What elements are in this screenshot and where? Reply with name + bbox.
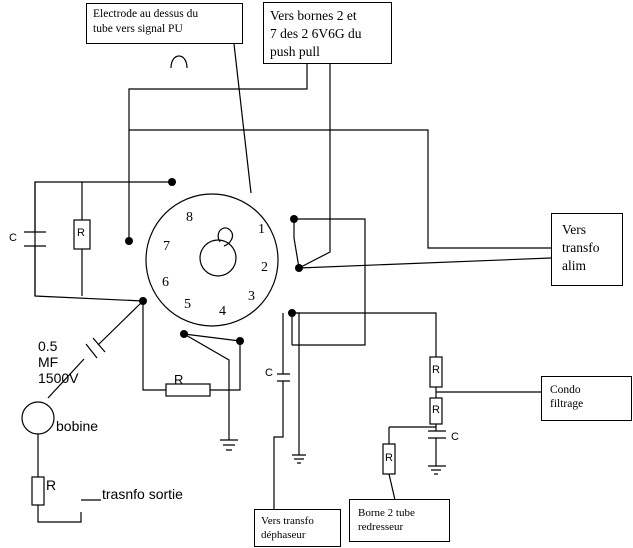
wire-pin1-loop xyxy=(292,218,366,346)
junction-dot xyxy=(168,178,176,186)
label-bobine: bobine xyxy=(56,418,99,434)
pin-6: 6 xyxy=(162,275,169,290)
wire-bottom-r xyxy=(142,301,241,391)
junction-dot xyxy=(295,264,303,272)
pin-1: 1 xyxy=(258,222,265,237)
wire-pin1-pin2 xyxy=(293,219,300,269)
cap-left-plates xyxy=(24,231,46,247)
label-r-right-top: R xyxy=(432,364,440,376)
junction-dot xyxy=(290,215,298,223)
note-transfo-dephaseur: Vers transfo déphaseur xyxy=(254,509,341,547)
cap-05-plates xyxy=(85,337,106,359)
label-c-mid: C xyxy=(265,367,273,379)
note-transfo-alim: Vers transfo alim xyxy=(551,213,623,286)
ground-mid xyxy=(292,454,306,464)
wire-c-mid xyxy=(273,313,290,510)
label-r-bottom: R xyxy=(174,372,184,387)
junction-dot xyxy=(139,297,147,305)
note-push-pull: Vers bornes 2 et 7 des 2 6V6G du push pu… xyxy=(263,2,392,64)
wire-pin2-to-pushpull xyxy=(298,62,331,269)
socket-center-key xyxy=(199,239,237,277)
junction-dot xyxy=(125,237,133,245)
bobine-coil xyxy=(21,401,55,435)
resistor-left xyxy=(73,219,91,250)
label-transfo-sortie: trasnfo sortie xyxy=(102,486,183,502)
wire-to-ground-left xyxy=(183,333,230,440)
label-r-left: R xyxy=(77,227,85,239)
pin-3: 3 xyxy=(248,289,255,304)
ground-right xyxy=(428,438,446,475)
wire-left-network xyxy=(34,181,172,302)
electrode-connector xyxy=(170,55,188,69)
wire-pin3 xyxy=(291,312,300,455)
label-c-right: C xyxy=(451,431,459,443)
junction-dot xyxy=(236,337,244,345)
wire-grid-to-pushpull xyxy=(128,62,308,241)
note-borne-redresseur: Borne 2 tube redresseur xyxy=(349,499,450,542)
note-electrode: Electrode au dessus du tube vers signal … xyxy=(86,3,243,44)
label-r-right-low: R xyxy=(385,452,393,464)
pin-4: 4 xyxy=(219,304,226,319)
wire-bobine-chain xyxy=(37,434,82,523)
electrode-lead xyxy=(233,43,252,194)
label-c-05: 0.5 MF 1500V xyxy=(38,338,79,386)
tube-socket xyxy=(145,193,279,327)
label-r-bobine: R xyxy=(46,477,57,493)
cap-right-plates xyxy=(428,430,446,439)
wire-to-redresseur xyxy=(388,473,396,501)
resistor-bottom xyxy=(165,383,211,397)
wire-to-transfo-alim xyxy=(298,257,552,269)
pin-8: 8 xyxy=(186,210,193,225)
pin-7: 7 xyxy=(163,239,170,254)
socket-key-notch xyxy=(217,227,234,247)
junction-dot xyxy=(288,309,296,317)
junction-dot xyxy=(180,330,188,338)
wire-cap-05 xyxy=(47,300,144,399)
ground-left xyxy=(220,439,238,451)
wire-to-transfo-alim-top xyxy=(129,129,551,249)
wire-right-chain-2 xyxy=(389,424,437,431)
label-r-right-mid: R xyxy=(432,404,440,416)
label-c-left: C xyxy=(9,232,17,244)
resistor-bobine xyxy=(31,476,45,506)
wire-to-right-r xyxy=(292,312,437,357)
note-condo-filtrage: Condo filtrage xyxy=(541,376,632,421)
wire-pin45 xyxy=(183,333,241,342)
pin-2: 2 xyxy=(261,260,268,275)
pin-5: 5 xyxy=(184,297,191,312)
